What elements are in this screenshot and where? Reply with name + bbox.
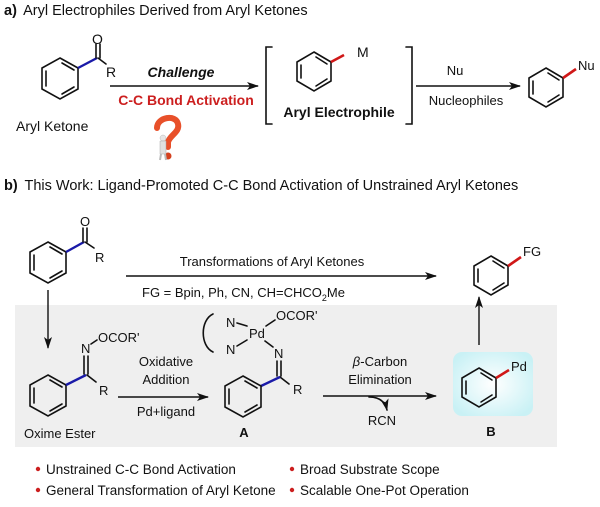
- intermediate-b-label: B: [486, 424, 495, 439]
- aryl-pd-bond: [495, 368, 510, 380]
- oxidative-addition-arrow: Oxidative Addition Pd+ligand: [118, 354, 209, 419]
- activated-cc-bond: [65, 373, 87, 387]
- imine-n-label: N: [274, 346, 283, 361]
- r-group-label: R: [106, 64, 116, 80]
- transformations-label: Transformations of Aryl Ketones: [180, 254, 365, 269]
- aryl-electrophile-intermediate: M Aryl Electrophile: [265, 44, 413, 125]
- activated-cc-bond: [77, 56, 98, 70]
- nitrogen-label: N: [81, 341, 90, 356]
- benzene-ring: [296, 51, 332, 92]
- pd-ligand-label: Pd+ligand: [137, 404, 195, 419]
- left-bracket: [265, 46, 273, 125]
- fg-product: FG: [473, 244, 541, 296]
- complex-a: N N Pd OCOR' N R A: [202, 308, 317, 440]
- ocor-label: OCOR': [98, 330, 139, 345]
- fg-bond: [507, 255, 522, 268]
- beta-carbon-label: β-Carbon: [352, 354, 407, 369]
- byproduct-arrow: [368, 396, 389, 411]
- pd-label: Pd: [249, 326, 265, 341]
- beta-symbol: β: [352, 354, 361, 369]
- bullet-icon: [289, 487, 295, 493]
- nucleophile-arrow: Nu Nucleophiles: [416, 63, 521, 108]
- feature-item: General Transformation of Aryl Ketone: [35, 483, 276, 498]
- cc-bond-activation-label: C-C Bond Activation: [118, 92, 254, 108]
- challenge-label: Challenge: [148, 64, 215, 80]
- feature-item: Broad Substrate Scope: [289, 462, 440, 477]
- r-group-label: R: [99, 383, 108, 398]
- feature-item: Unstrained C-C Bond Activation: [35, 462, 236, 477]
- panel-a: a) Aryl Electrophiles Derived from Aryl …: [4, 3, 595, 161]
- ligand-n2-label: N: [226, 342, 235, 357]
- aryl-electrophile-caption: Aryl Electrophile: [283, 104, 394, 120]
- fg-definition-end: Me: [327, 285, 345, 300]
- elimination-label: Elimination: [348, 372, 412, 387]
- fg-definition-main: FG = Bpin, Ph, CN, CH=CHCO: [142, 285, 322, 300]
- oxidative-label: Oxidative: [139, 354, 193, 369]
- aryl-ketone-caption: Aryl Ketone: [16, 118, 89, 134]
- panel-b-label: b): [4, 178, 18, 194]
- aryl-ketone-structure: O R Aryl Ketone: [16, 31, 116, 134]
- activated-cc-bond: [65, 240, 85, 254]
- panel-a-title: a) Aryl Electrophiles Derived from Aryl …: [4, 3, 308, 19]
- beta-carbon-elimination-arrow: β-Carbon Elimination RCN: [323, 354, 437, 428]
- benzene-ring: [29, 241, 67, 284]
- benzene-ring: [473, 255, 509, 296]
- carbon-text: -Carbon: [360, 354, 407, 369]
- question-mark-figure-icon: [154, 114, 182, 161]
- complex-b: Pd B: [453, 352, 533, 439]
- ligand-n1-label: N: [226, 315, 235, 330]
- nu-bond: [562, 67, 577, 80]
- metal-label: M: [357, 44, 369, 60]
- feature-list: Unstrained C-C Bond Activation Broad Sub…: [35, 462, 469, 498]
- oxygen-label: O: [92, 31, 103, 47]
- addition-label: Addition: [143, 372, 190, 387]
- oxygen-label: O: [80, 214, 90, 229]
- feature-text: Broad Substrate Scope: [300, 462, 440, 477]
- benzene-ring: [41, 57, 79, 100]
- metal-bond: [330, 53, 345, 64]
- panel-a-label: a): [4, 3, 17, 19]
- bullet-icon: [289, 466, 295, 472]
- pd-label: Pd: [511, 359, 527, 374]
- bullet-icon: [35, 487, 41, 493]
- aryl-nu-product: Nu: [528, 58, 595, 108]
- challenge-arrow: Challenge C-C Bond Activation: [110, 64, 259, 108]
- nu-label: Nu: [447, 63, 464, 78]
- oxime-ester-caption: Oxime Ester: [24, 426, 96, 441]
- benzene-ring: [224, 375, 262, 418]
- ocor-label: OCOR': [276, 308, 317, 323]
- nu-substituent-label: Nu: [578, 58, 595, 73]
- r-group-label: R: [95, 250, 104, 265]
- fg-definition-subscript: 2: [322, 293, 327, 303]
- fg-definition-label: FG = Bpin, Ph, CN, CH=CHCO2Me: [142, 285, 345, 303]
- feature-item: Scalable One-Pot Operation: [289, 483, 469, 498]
- benzene-ring: [528, 67, 564, 108]
- activated-cc-bond: [260, 375, 281, 388]
- rcn-byproduct-label: RCN: [368, 413, 396, 428]
- panel-b-title: b) This Work: Ligand-Promoted C-C Bond A…: [4, 178, 518, 194]
- highlight-box: [453, 352, 533, 416]
- bullet-icon: [35, 466, 41, 472]
- right-bracket: [405, 46, 413, 125]
- bidentate-ligand-arc: [202, 313, 214, 353]
- panel-b-title-text: This Work: Ligand-Promoted C-C Bond Acti…: [24, 178, 518, 194]
- feature-text: General Transformation of Aryl Ketone: [46, 483, 276, 498]
- fg-label: FG: [523, 244, 541, 259]
- nucleophiles-label: Nucleophiles: [429, 93, 504, 108]
- panel-a-title-text: Aryl Electrophiles Derived from Aryl Ket…: [23, 3, 307, 19]
- feature-text: Scalable One-Pot Operation: [300, 483, 469, 498]
- intermediate-a-label: A: [239, 425, 249, 440]
- aryl-ketone-structure: O R: [29, 214, 104, 284]
- oxime-ester-structure: N OCOR' R Oxime Ester: [24, 330, 139, 441]
- feature-text: Unstrained C-C Bond Activation: [46, 462, 236, 477]
- r-group-label: R: [293, 382, 302, 397]
- panel-b: b) This Work: Ligand-Promoted C-C Bond A…: [4, 178, 557, 447]
- transformation-arrow: Transformations of Aryl Ketones FG = Bpi…: [126, 254, 437, 303]
